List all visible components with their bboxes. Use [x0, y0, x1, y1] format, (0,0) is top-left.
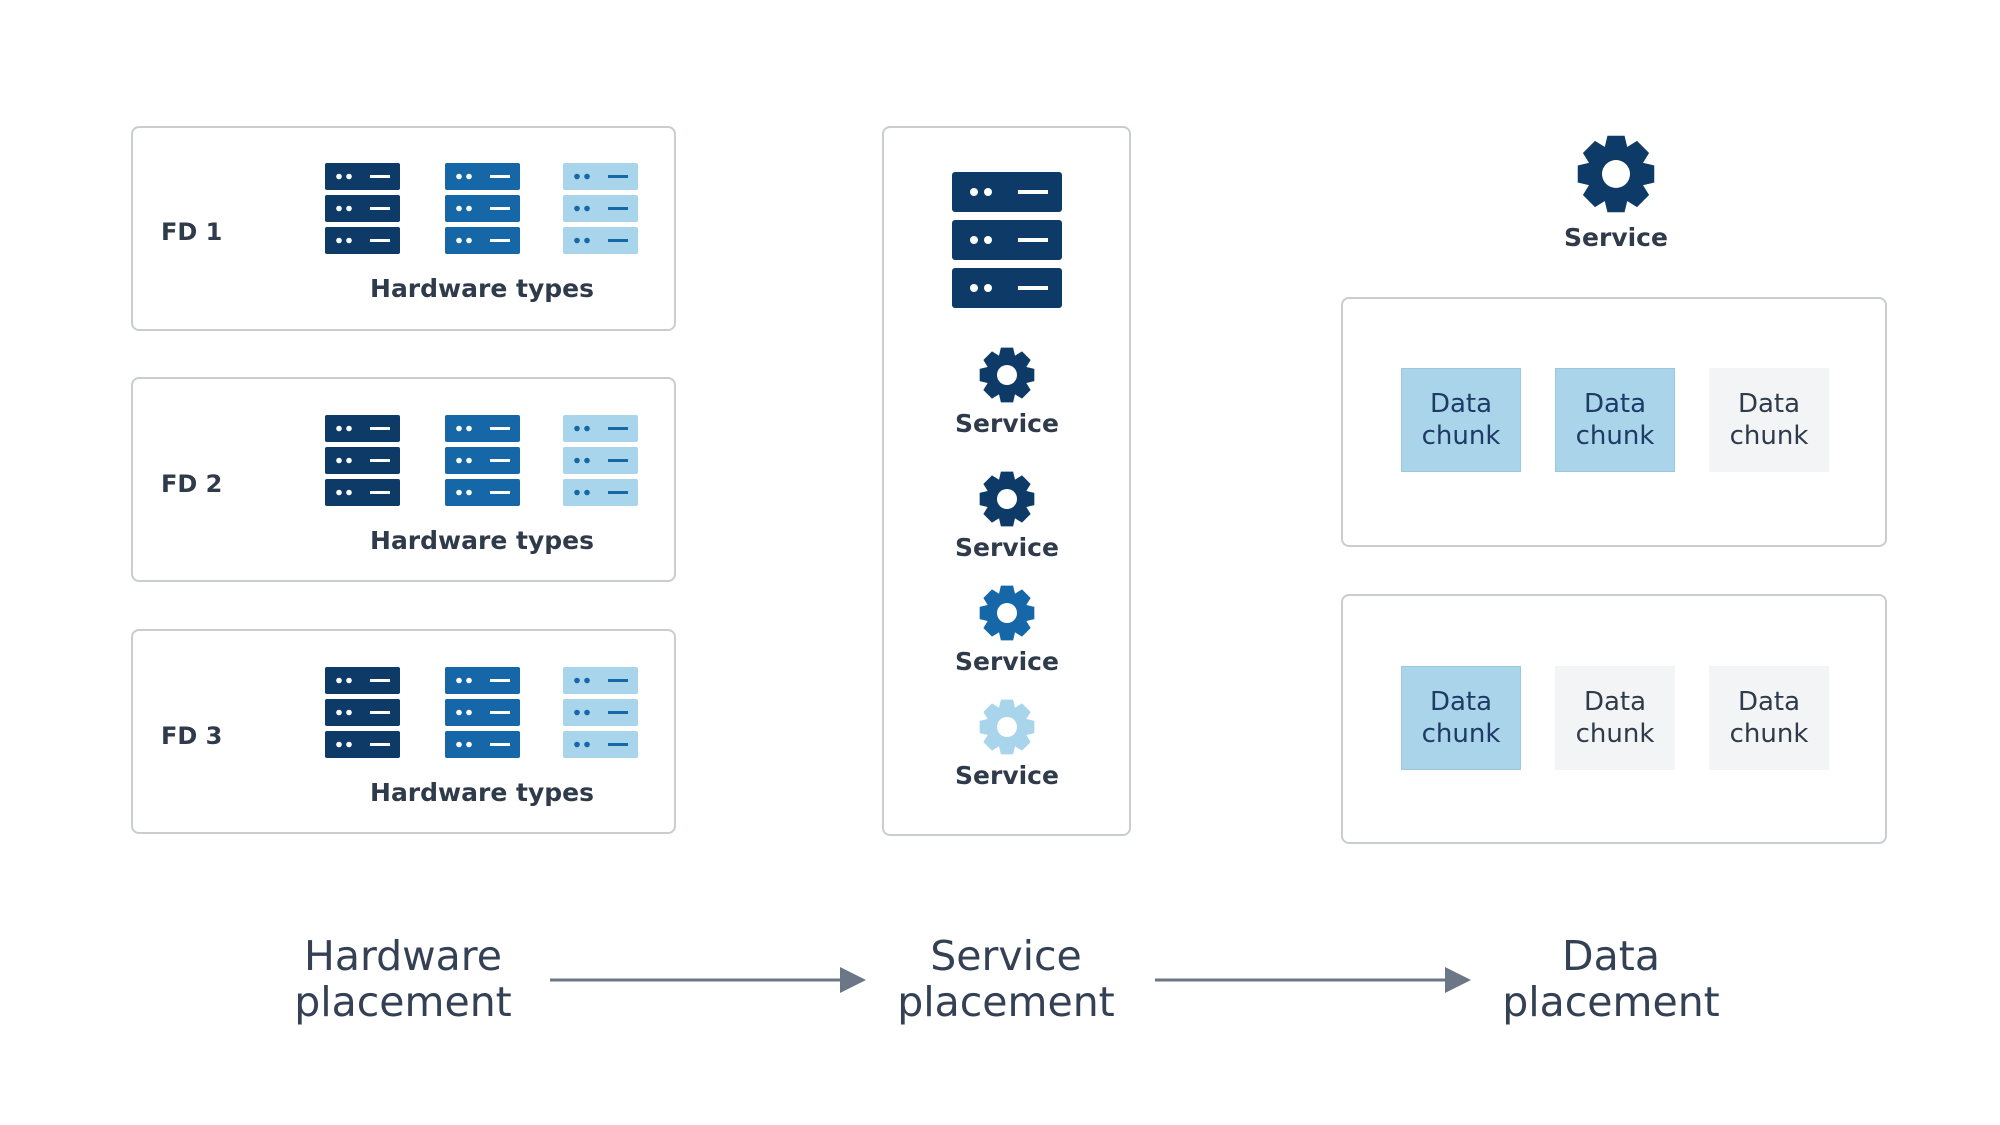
server-rack-icon [325, 163, 400, 254]
arrow-right-icon [1155, 967, 1471, 993]
service-label: Service [955, 761, 1059, 790]
service-label: Service [1564, 223, 1668, 252]
server-rack-icon [952, 172, 1062, 308]
fault-domain-label: FD 2 [161, 470, 223, 498]
hardware-types-caption: Hardware types [370, 526, 594, 555]
data-chunk: Data chunk [1709, 666, 1829, 770]
service-gear-icon [979, 585, 1035, 641]
service-gear-icon [979, 699, 1035, 755]
server-rack-icon [325, 667, 400, 758]
stage-label-data: Data placement [1502, 932, 1720, 1026]
service-gear-icon [979, 347, 1035, 403]
stage-label-hardware: Hardware placement [294, 932, 512, 1026]
server-rack-icon [445, 415, 520, 506]
data-chunk: Data chunk [1401, 666, 1521, 770]
fault-domain-label: FD 1 [161, 218, 223, 246]
fault-domain-label: FD 3 [161, 722, 223, 750]
data-chunk: Data chunk [1555, 666, 1675, 770]
service-label: Service [955, 409, 1059, 438]
server-rack-icon [563, 667, 638, 758]
server-rack-icon [563, 163, 638, 254]
server-rack-icon [325, 415, 400, 506]
server-rack-icon [563, 415, 638, 506]
service-label: Service [955, 647, 1059, 676]
service-gear-icon [979, 471, 1035, 527]
arrow-right-icon [550, 967, 866, 993]
stage-label-service: Service placement [897, 932, 1115, 1026]
data-chunk: Data chunk [1709, 368, 1829, 472]
hardware-types-caption: Hardware types [370, 778, 594, 807]
data-chunk: Data chunk [1401, 368, 1521, 472]
service-label: Service [955, 533, 1059, 562]
server-rack-icon [445, 667, 520, 758]
data-chunk: Data chunk [1555, 368, 1675, 472]
service-gear-icon [1577, 135, 1655, 213]
hardware-types-caption: Hardware types [370, 274, 594, 303]
server-rack-icon [445, 163, 520, 254]
